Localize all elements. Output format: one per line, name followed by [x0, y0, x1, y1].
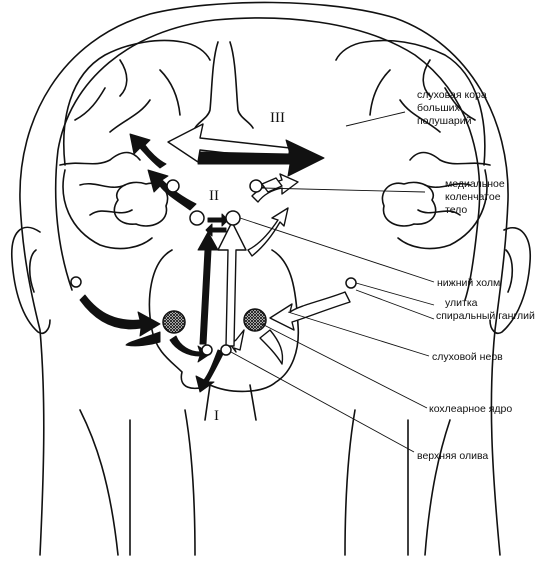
relay-nuclei — [70, 179, 357, 356]
cortex-label-line3: полушарий — [417, 115, 472, 127]
level-three-label: III — [270, 110, 285, 126]
left-ear — [11, 226, 51, 335]
cortex-label-line2: больших — [417, 102, 461, 114]
spiral-ganglion-label: спиральный ганглий — [436, 310, 535, 322]
auditory-nerve-label: слуховой нерв — [432, 351, 503, 363]
cochlea-label: улитка — [445, 297, 478, 309]
mgb-label-line1: медиальное — [445, 178, 505, 190]
mgb-label-line2: коленчатое — [445, 191, 501, 203]
left-olive-circle — [201, 344, 213, 356]
right-cochlear-nucleus — [243, 308, 267, 332]
head-outline — [19, 1, 509, 556]
left-cochlea-circle — [70, 276, 82, 288]
left-mgb-circle — [166, 179, 180, 193]
level-one-label: I — [214, 408, 219, 424]
level-two-label: II — [209, 188, 219, 204]
auditory-pathway-arrows — [79, 123, 351, 393]
leader-lines — [230, 111, 435, 453]
cerebral-cortex — [59, 39, 491, 250]
inferior-colliculus-label: нижний холм — [437, 277, 500, 289]
mgb-label-line3: тело — [445, 204, 467, 216]
cortex-label-line1: слуховая кора — [417, 89, 487, 101]
left-cochlear-nucleus — [162, 310, 186, 334]
labels: слуховая кора больших полушарий медиальн… — [417, 89, 535, 462]
right-mgb-circle — [249, 179, 263, 193]
cochlear-nucleus-label: кохлеарное ядро — [429, 403, 512, 415]
right-ear — [489, 227, 531, 335]
right-olive-circle — [220, 344, 232, 356]
right-ic-circle — [225, 210, 241, 226]
brainstem — [148, 249, 300, 421]
superior-olive-label: верхняя олива — [417, 450, 488, 462]
left-ic-circle — [189, 210, 205, 226]
right-cochlea-circle — [345, 277, 357, 289]
